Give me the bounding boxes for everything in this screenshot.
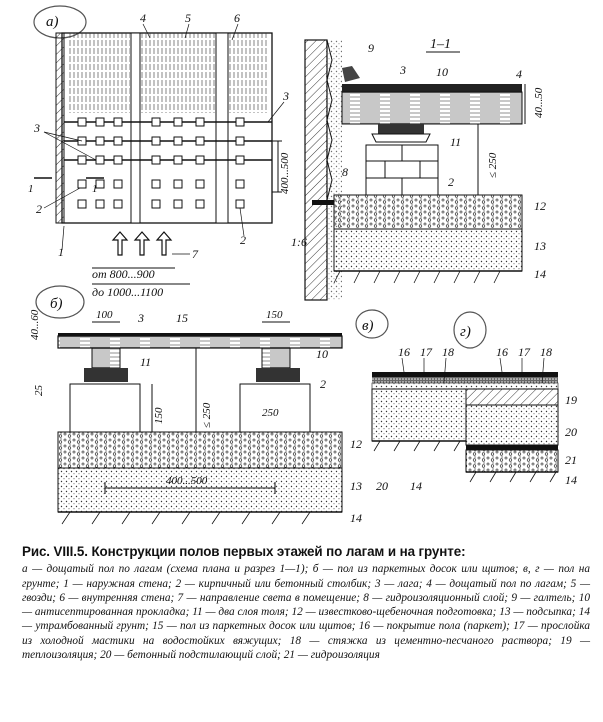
dim-b-height: ≤ 250 [201, 402, 213, 428]
dim-a-span1: от 800...900 [92, 267, 155, 281]
callout-b-15: 15 [176, 311, 188, 325]
callout-a-3-right: 3 [282, 89, 289, 103]
callout-g-14-left: 14 [410, 479, 422, 493]
callout-s-8: 8 [342, 165, 348, 179]
callout-b-3: 3 [137, 311, 144, 325]
dim-b-post: 250 [262, 407, 279, 419]
panel-g-label: г) [460, 324, 471, 340]
floor-construction-figure: а) [28, 5, 577, 525]
callout-g-16a: 16 [398, 345, 410, 359]
dim-s-layer: 40...50 [533, 87, 545, 118]
panel-a-label: а) [46, 14, 59, 30]
callout-s-12: 12 [534, 199, 546, 213]
dim-b-h150: 150 [153, 407, 165, 424]
callout-g-17a: 17 [420, 345, 433, 359]
panel-b-parquet: б) 100 150 40...60 25 150 ≤ 250 250 [29, 285, 362, 525]
callout-b-14: 14 [350, 511, 362, 525]
callout-b-12: 12 [350, 437, 362, 451]
callout-a-7: 7 [192, 247, 199, 261]
callout-a-1: 1 [58, 245, 64, 259]
callout-a-5: 5 [185, 11, 191, 25]
dim-s-height: ≤ 250 [487, 152, 499, 178]
callout-s-4: 4 [516, 67, 522, 81]
callout-g-17b: 17 [518, 345, 531, 359]
dim-b-h25: 25 [33, 385, 45, 397]
panel-a-plan: а) [28, 5, 291, 299]
panel-b-label: б) [50, 296, 63, 312]
section-1-1: 1–1 40...50 ≤ 250 [291, 37, 546, 301]
callout-g-14-right: 14 [565, 473, 577, 487]
dim-a-spacing: 400...500 [279, 152, 291, 194]
callout-s-2: 2 [448, 175, 454, 189]
dim-s-slope: 1:6 [291, 235, 307, 249]
callout-s-14: 14 [534, 267, 546, 281]
callout-a-4: 4 [140, 11, 146, 25]
callout-g-19: 19 [565, 393, 577, 407]
callout-b-2: 2 [320, 377, 326, 391]
callout-a-3-left: 3 [33, 121, 40, 135]
callout-g-18a: 18 [442, 345, 454, 359]
callout-a-2-left: 2 [36, 202, 42, 216]
callout-s-13: 13 [534, 239, 546, 253]
callout-g-16b: 16 [496, 345, 508, 359]
panel-v-label: в) [362, 318, 374, 334]
callout-s-10: 10 [436, 65, 448, 79]
callout-s-9: 9 [368, 41, 374, 55]
caption-title: Рис. VIII.5. Конструкции полов первых эт… [22, 544, 466, 559]
callout-s-3: 3 [399, 63, 406, 77]
section-title: 1–1 [430, 37, 451, 52]
dim-a-span2: до 1000...1100 [92, 285, 163, 299]
callout-b-13: 13 [350, 479, 362, 493]
section-mark-right: 1 [92, 183, 98, 195]
dim-b-layer: 40...60 [29, 309, 41, 340]
callout-g-21: 21 [565, 453, 577, 467]
dim-b-lag1: 100 [96, 309, 113, 321]
section-mark-left: 1 [28, 183, 34, 195]
callout-b-10: 10 [316, 347, 328, 361]
callout-a-6: 6 [234, 11, 240, 25]
callout-g-20-right: 20 [565, 425, 577, 439]
callout-a-2-right: 2 [240, 233, 246, 247]
callout-b-11: 11 [140, 355, 151, 369]
figure-caption: Рис. VIII.5. Конструкции полов первых эт… [22, 544, 590, 662]
dim-b-lag2: 150 [266, 309, 283, 321]
dim-b-spacing: 400...500 [166, 475, 208, 487]
caption-body: а — дощатый пол по лагам (схема плана и … [22, 563, 590, 662]
panel-v-g-ground: в) г) 16 17 18 16 17 18 19 20 21 [355, 309, 577, 493]
callout-g-20-left: 20 [376, 479, 388, 493]
callout-g-18b: 18 [540, 345, 552, 359]
callout-s-11: 11 [450, 135, 461, 149]
